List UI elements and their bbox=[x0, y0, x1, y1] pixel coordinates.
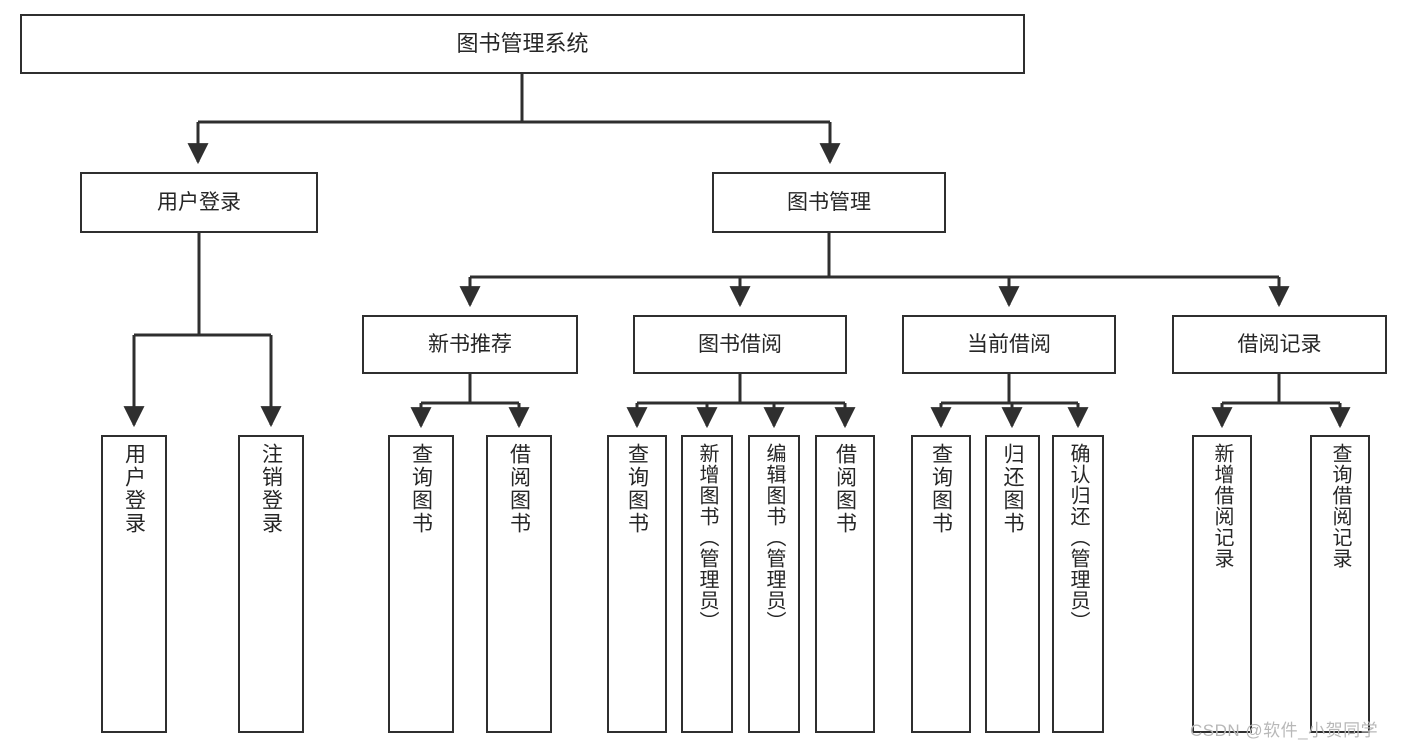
node-label: 借阅图书 bbox=[507, 443, 531, 535]
leaf-logout[interactable]: 注销登录 bbox=[238, 435, 304, 733]
node-label: 确认归还（管理员） bbox=[1067, 443, 1089, 632]
node-label: 用户登录 bbox=[122, 443, 146, 535]
node-label: 新增图书（管理员） bbox=[696, 443, 718, 632]
node-label: 查询借阅记录 bbox=[1329, 443, 1351, 569]
leaf-query-books-borrow[interactable]: 查询图书 bbox=[607, 435, 667, 733]
leaf-query-books-current[interactable]: 查询图书 bbox=[911, 435, 971, 733]
leaf-edit-book-admin[interactable]: 编辑图书（管理员） bbox=[748, 435, 800, 733]
node-user-login[interactable]: 用户登录 bbox=[80, 172, 318, 233]
node-label: 当前借阅 bbox=[967, 332, 1051, 356]
node-label: 借阅记录 bbox=[1237, 332, 1322, 356]
watermark: CSDN @软件_小贺同学 bbox=[1190, 721, 1379, 740]
node-label: 查询图书 bbox=[929, 443, 953, 535]
leaf-add-book-admin[interactable]: 新增图书（管理员） bbox=[681, 435, 733, 733]
node-label: 注销登录 bbox=[259, 443, 283, 535]
node-label: 归还图书 bbox=[1001, 443, 1024, 535]
node-label: 图书管理系统 bbox=[456, 30, 589, 56]
node-label: 新增借阅记录 bbox=[1211, 443, 1233, 569]
node-label: 查询图书 bbox=[409, 443, 433, 535]
node-book-management[interactable]: 图书管理 bbox=[712, 172, 946, 233]
leaf-add-borrow-record[interactable]: 新增借阅记录 bbox=[1192, 435, 1252, 733]
node-label: 编辑图书（管理员） bbox=[763, 443, 785, 632]
node-label: 借阅图书 bbox=[833, 443, 857, 535]
node-root[interactable]: 图书管理系统 bbox=[20, 14, 1025, 74]
node-label: 图书借阅 bbox=[698, 332, 782, 356]
node-label: 图书管理 bbox=[787, 190, 871, 214]
leaf-query-books-recommendation[interactable]: 查询图书 bbox=[388, 435, 454, 733]
node-borrow-records[interactable]: 借阅记录 bbox=[1172, 315, 1387, 374]
node-current-borrow[interactable]: 当前借阅 bbox=[902, 315, 1116, 374]
leaf-borrow-books-recommendation[interactable]: 借阅图书 bbox=[486, 435, 552, 733]
node-book-borrow[interactable]: 图书借阅 bbox=[633, 315, 847, 374]
leaf-confirm-return-admin[interactable]: 确认归还（管理员） bbox=[1052, 435, 1104, 733]
leaf-user-login[interactable]: 用户登录 bbox=[101, 435, 167, 733]
leaf-borrow-books[interactable]: 借阅图书 bbox=[815, 435, 875, 733]
leaf-return-books[interactable]: 归还图书 bbox=[985, 435, 1040, 733]
leaf-query-borrow-record[interactable]: 查询借阅记录 bbox=[1310, 435, 1370, 733]
node-label: 查询图书 bbox=[625, 443, 649, 535]
node-new-book-recommendation[interactable]: 新书推荐 bbox=[362, 315, 578, 374]
node-label: 用户登录 bbox=[157, 190, 241, 214]
node-label: 新书推荐 bbox=[428, 332, 512, 356]
